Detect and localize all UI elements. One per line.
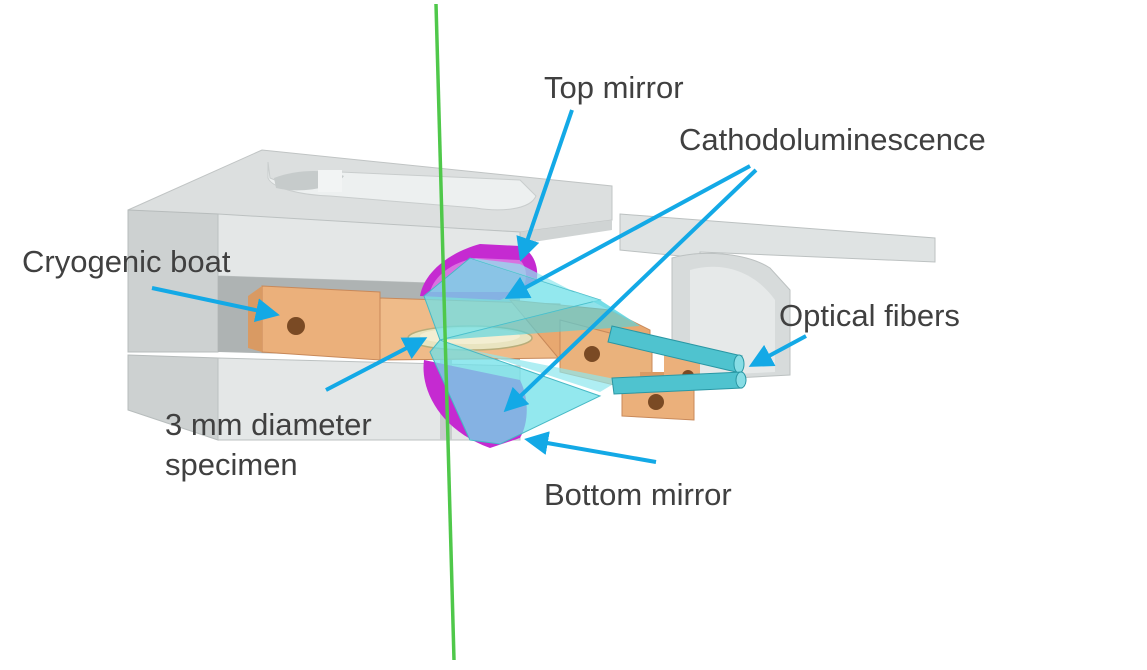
top-light-cone [423,257,640,341]
label-specimen-line2: specimen [165,447,298,482]
label-cathodoluminescence: Cathodoluminescence [679,122,986,157]
arrow-bottom-mirror [524,431,657,464]
arrow-cl-bottom [503,168,758,413]
electron-beam [434,3,456,661]
arrow-cl-top [504,164,751,299]
optical-fibers [607,325,747,395]
label-specimen: 3 mm diameter specimen [165,405,372,485]
label-bottom-mirror: Bottom mirror [544,477,732,512]
label-specimen-line1: 3 mm diameter [165,407,372,442]
callout-arrows [151,109,807,464]
label-cryogenic-boat: Cryogenic boat [22,244,231,279]
arrow-top-mirror [516,109,574,262]
arrow-cryogenic-boat [151,286,280,322]
label-optical-fibers: Optical fibers [779,298,960,333]
label-top-mirror: Top mirror [544,70,684,105]
arrow-optical-fibers [748,334,807,367]
arrow-specimen [325,337,428,392]
